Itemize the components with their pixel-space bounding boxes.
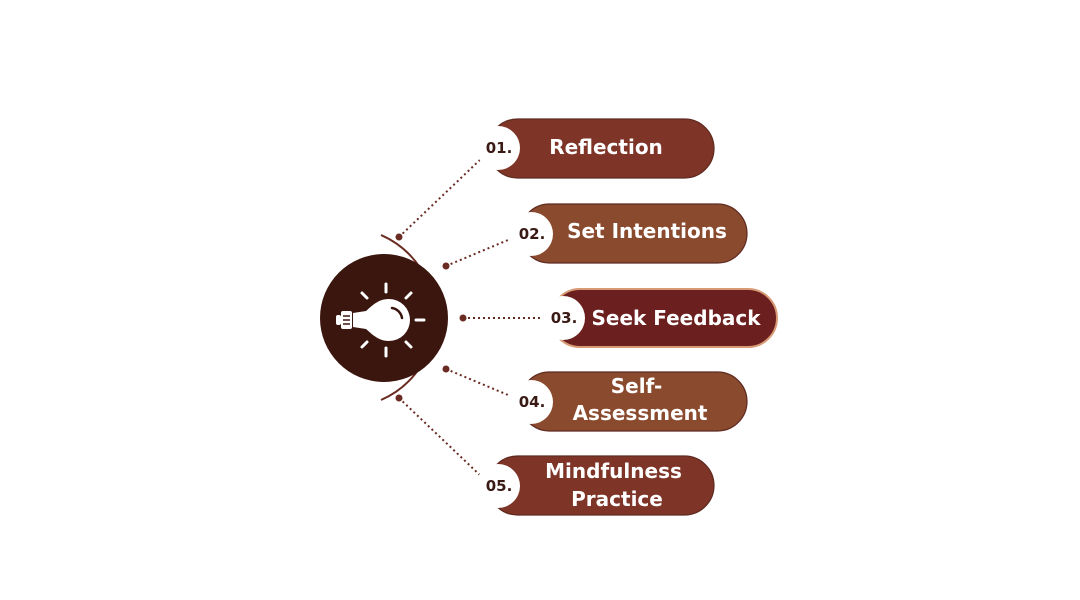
step-label-05: Mindfulness Practice xyxy=(545,459,689,511)
step-badge-03 xyxy=(541,296,585,340)
step-number-01: 01. xyxy=(486,139,513,157)
step-label-04: Self- Assessment xyxy=(573,374,708,425)
connector-04 xyxy=(445,368,521,401)
step-label-05-line-2: Practice xyxy=(571,487,663,511)
step-label-02: Set Intentions xyxy=(567,219,727,243)
lightbulb-icon xyxy=(336,282,426,358)
arc-node-01 xyxy=(395,233,403,241)
step-item-04: 04. Self- Assessment xyxy=(509,371,748,432)
step-number-04: 04. xyxy=(519,393,546,411)
step-label-04-line-1: Self- xyxy=(611,374,662,398)
step-label-01: Reflection xyxy=(549,135,663,159)
step-item-02: 02. Set Intentions xyxy=(509,203,748,264)
step-item-05: 05. Mindfulness Practice xyxy=(476,455,715,516)
arc-node-05 xyxy=(395,394,403,402)
arc-node-02 xyxy=(442,262,450,270)
connector-02 xyxy=(445,234,521,267)
arc-node-04 xyxy=(442,365,450,373)
step-label-04-line-2: Assessment xyxy=(573,401,708,425)
step-item-01: 01. Reflection xyxy=(476,118,715,179)
step-badge-05 xyxy=(476,464,520,508)
step-badge-01 xyxy=(476,126,520,170)
step-item-03: 03. Seek Feedback xyxy=(541,288,778,348)
step-label-01-line-1: Reflection xyxy=(549,135,663,159)
step-label-02-line-1: Set Intentions xyxy=(567,219,727,243)
hub xyxy=(320,254,448,382)
step-badge-04 xyxy=(509,380,553,424)
step-number-03: 03. xyxy=(551,309,578,327)
step-label-05-line-1: Mindfulness xyxy=(545,459,682,483)
step-badge-02 xyxy=(509,212,553,256)
step-number-05: 05. xyxy=(486,477,513,495)
step-number-02: 02. xyxy=(519,225,546,243)
connector-05 xyxy=(398,397,484,479)
arc-node-03 xyxy=(459,314,467,322)
connector-01 xyxy=(398,156,484,238)
step-label-03-line-1: Seek Feedback xyxy=(591,306,761,330)
step-label-03: Seek Feedback xyxy=(591,306,761,330)
